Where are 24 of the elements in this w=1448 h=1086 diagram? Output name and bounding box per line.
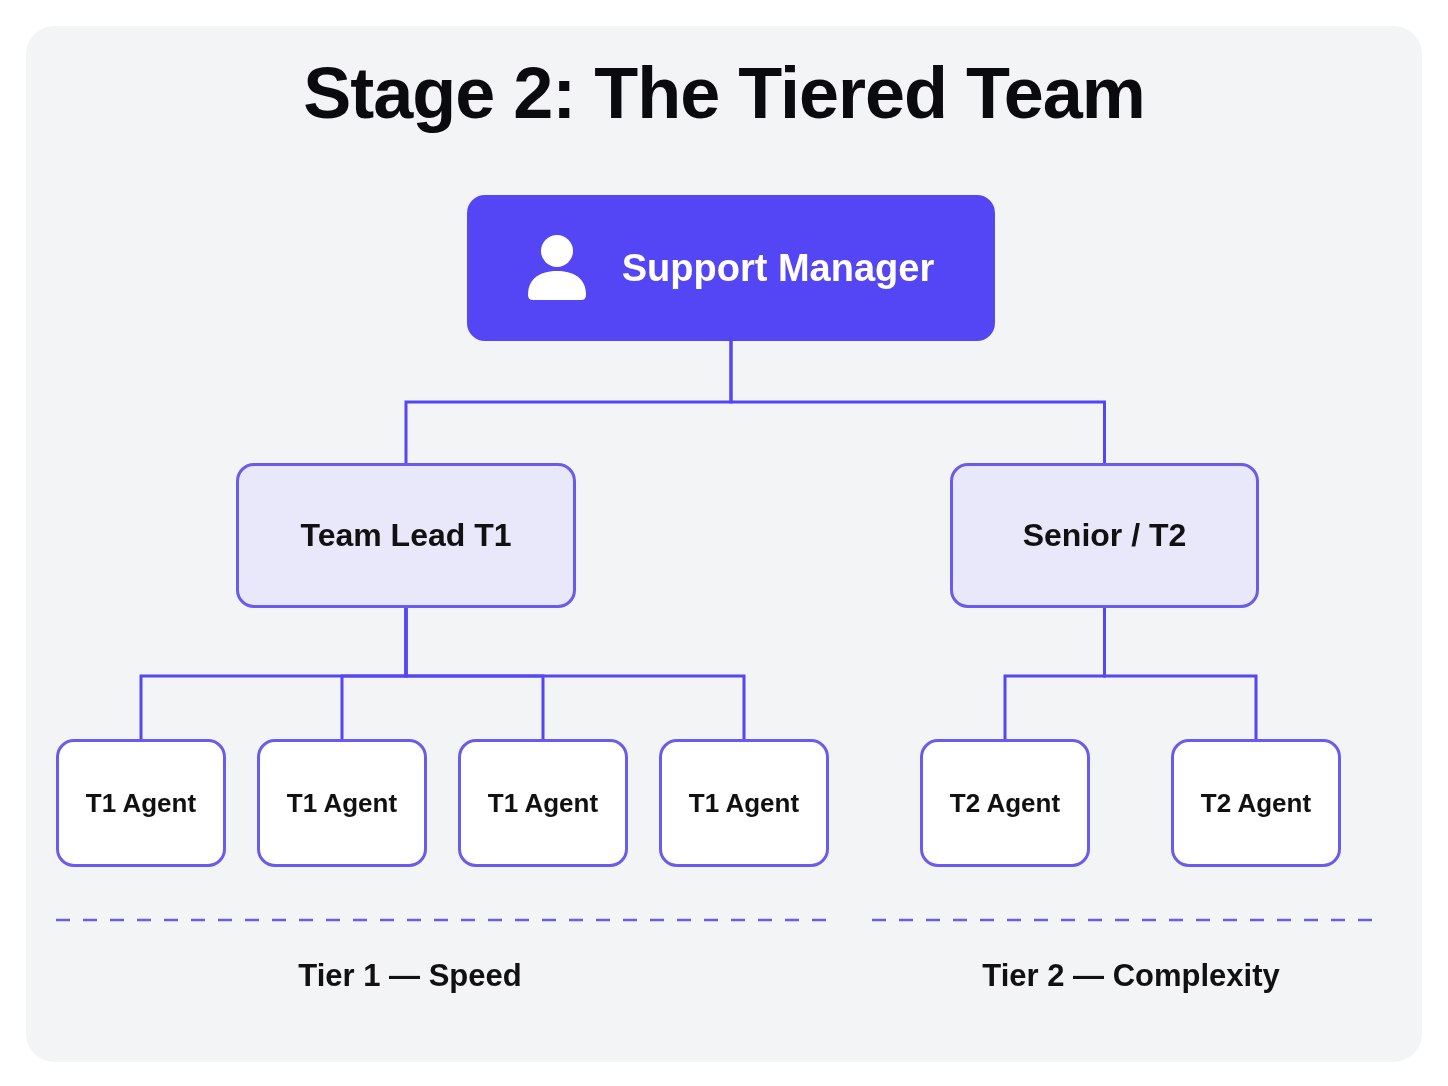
agent-box: [458, 739, 628, 867]
agent-box: [1171, 739, 1341, 867]
node-label: Support Manager: [621, 246, 935, 290]
title: Stage 2: The Tiered Team: [302, 52, 1146, 134]
agent-box: [659, 739, 829, 867]
tier-label: Tier 2 — Complexity: [981, 958, 1281, 994]
agent-box: [920, 739, 1090, 867]
node-label: T1 Agent: [286, 787, 398, 819]
node-label: Senior / T2: [1022, 517, 1187, 554]
agent-box: [56, 739, 226, 867]
node-label: Team Lead T1: [300, 517, 512, 554]
node-label: T1 Agent: [688, 787, 800, 819]
agent-box: [257, 739, 427, 867]
node-label: T1 Agent: [85, 787, 197, 819]
connector-line: [729, 341, 1106, 463]
lead-box: [950, 463, 1259, 608]
connector-line: [1103, 608, 1258, 739]
node-label: T2 Agent: [1200, 787, 1312, 819]
node-label: T1 Agent: [487, 787, 599, 819]
lead-box: [236, 463, 576, 608]
node-label: T2 Agent: [949, 787, 1061, 819]
connector-line: [404, 608, 746, 739]
manager-box: [467, 195, 995, 341]
tier-label: Tier 1 — Speed: [297, 958, 523, 994]
